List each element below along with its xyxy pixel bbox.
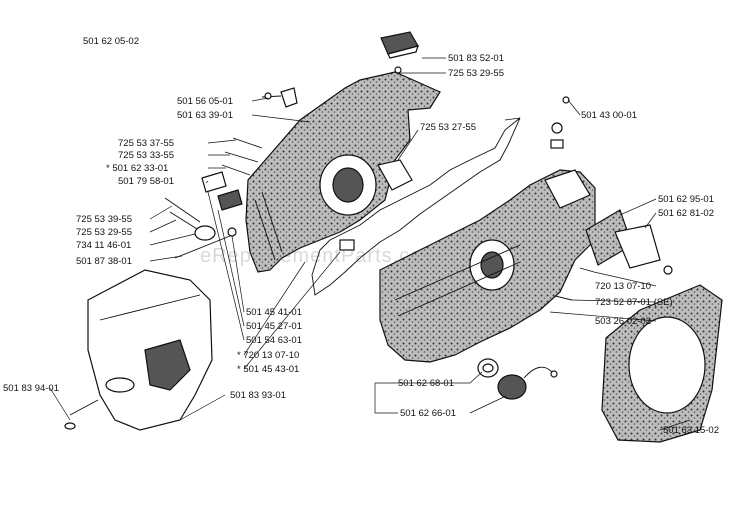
starter-cover-part: [601, 284, 723, 443]
label-501-63-15-02: 501 63 15-02: [663, 425, 719, 436]
label-734-11-46-01: 734 11 46-01: [76, 240, 131, 251]
label-503-26-02-02: 503 26 02-02: [595, 316, 651, 327]
bracket-part: [261, 87, 298, 108]
label-501-45-43-01: * 501 45 43-01: [237, 364, 299, 375]
label-501-62-33-01: * 501 62 33-01: [106, 163, 168, 174]
left-crankcase-half: [245, 71, 441, 273]
label-725-53-37-55: 725 53 37-55: [118, 138, 174, 149]
left-fasteners: [164, 137, 263, 259]
label-501-56-05-01: 501 56 05-01: [177, 96, 233, 107]
label-501-43-00-01: 501 43 00-01: [581, 110, 637, 121]
label-501-45-27-01: 501 45 27-01: [246, 321, 302, 332]
cover-clip-part: [380, 31, 419, 74]
label-501-83-93-01: 501 83 93-01: [230, 390, 286, 401]
leader-lines: [49, 57, 691, 431]
label-725-53-33-55: 725 53 33-55: [118, 150, 174, 161]
diagram-title: 501 62 05-02: [83, 36, 139, 47]
label-501-63-39-01: 501 63 39-01: [177, 110, 233, 121]
oil-cap-parts: [477, 358, 558, 400]
label-725-53-29-55-mid: 725 53 29-55: [76, 227, 132, 238]
label-501-62-95-01: 501 62 95-01: [658, 194, 714, 205]
label-720-13-07-10-right: 720 13 07-10: [595, 281, 651, 292]
fuel-tank-housing: [64, 269, 213, 431]
label-501-79-58-01: 501 79 58-01: [118, 176, 174, 187]
label-725-53-27-55: 725 53 27-55: [420, 122, 476, 133]
right-small-parts: [554, 209, 673, 301]
gasket-part: [311, 96, 570, 296]
label-501-83-52-01: 501 83 52-01: [448, 53, 504, 64]
label-720-13-07-10-mid: * 720 13 07-10: [237, 350, 299, 361]
label-501-62-66-01: 501 62 66-01: [400, 408, 456, 419]
label-501-83-94-01: 501 83 94-01: [3, 383, 59, 394]
label-725-53-29-55-top: 725 53 29-55: [448, 68, 504, 79]
label-501-62-68-01: 501 62 68-01: [398, 378, 454, 389]
part-labels: 501 83 52-01 725 53 29-55 501 56 05-01 5…: [3, 53, 719, 436]
label-501-45-41-01: 501 45 41-01: [246, 307, 302, 318]
label-501-54-63-01: 501 54 63-01: [246, 335, 302, 346]
label-725-53-39-55: 725 53 39-55: [76, 214, 132, 225]
label-501-87-38-01: 501 87 38-01: [76, 256, 132, 267]
right-crankcase-half: [379, 122, 596, 363]
label-501-62-81-02: 501 62 81-02: [658, 208, 714, 219]
label-723-52-87-01: 723 52 87-01 (SE): [595, 297, 673, 308]
